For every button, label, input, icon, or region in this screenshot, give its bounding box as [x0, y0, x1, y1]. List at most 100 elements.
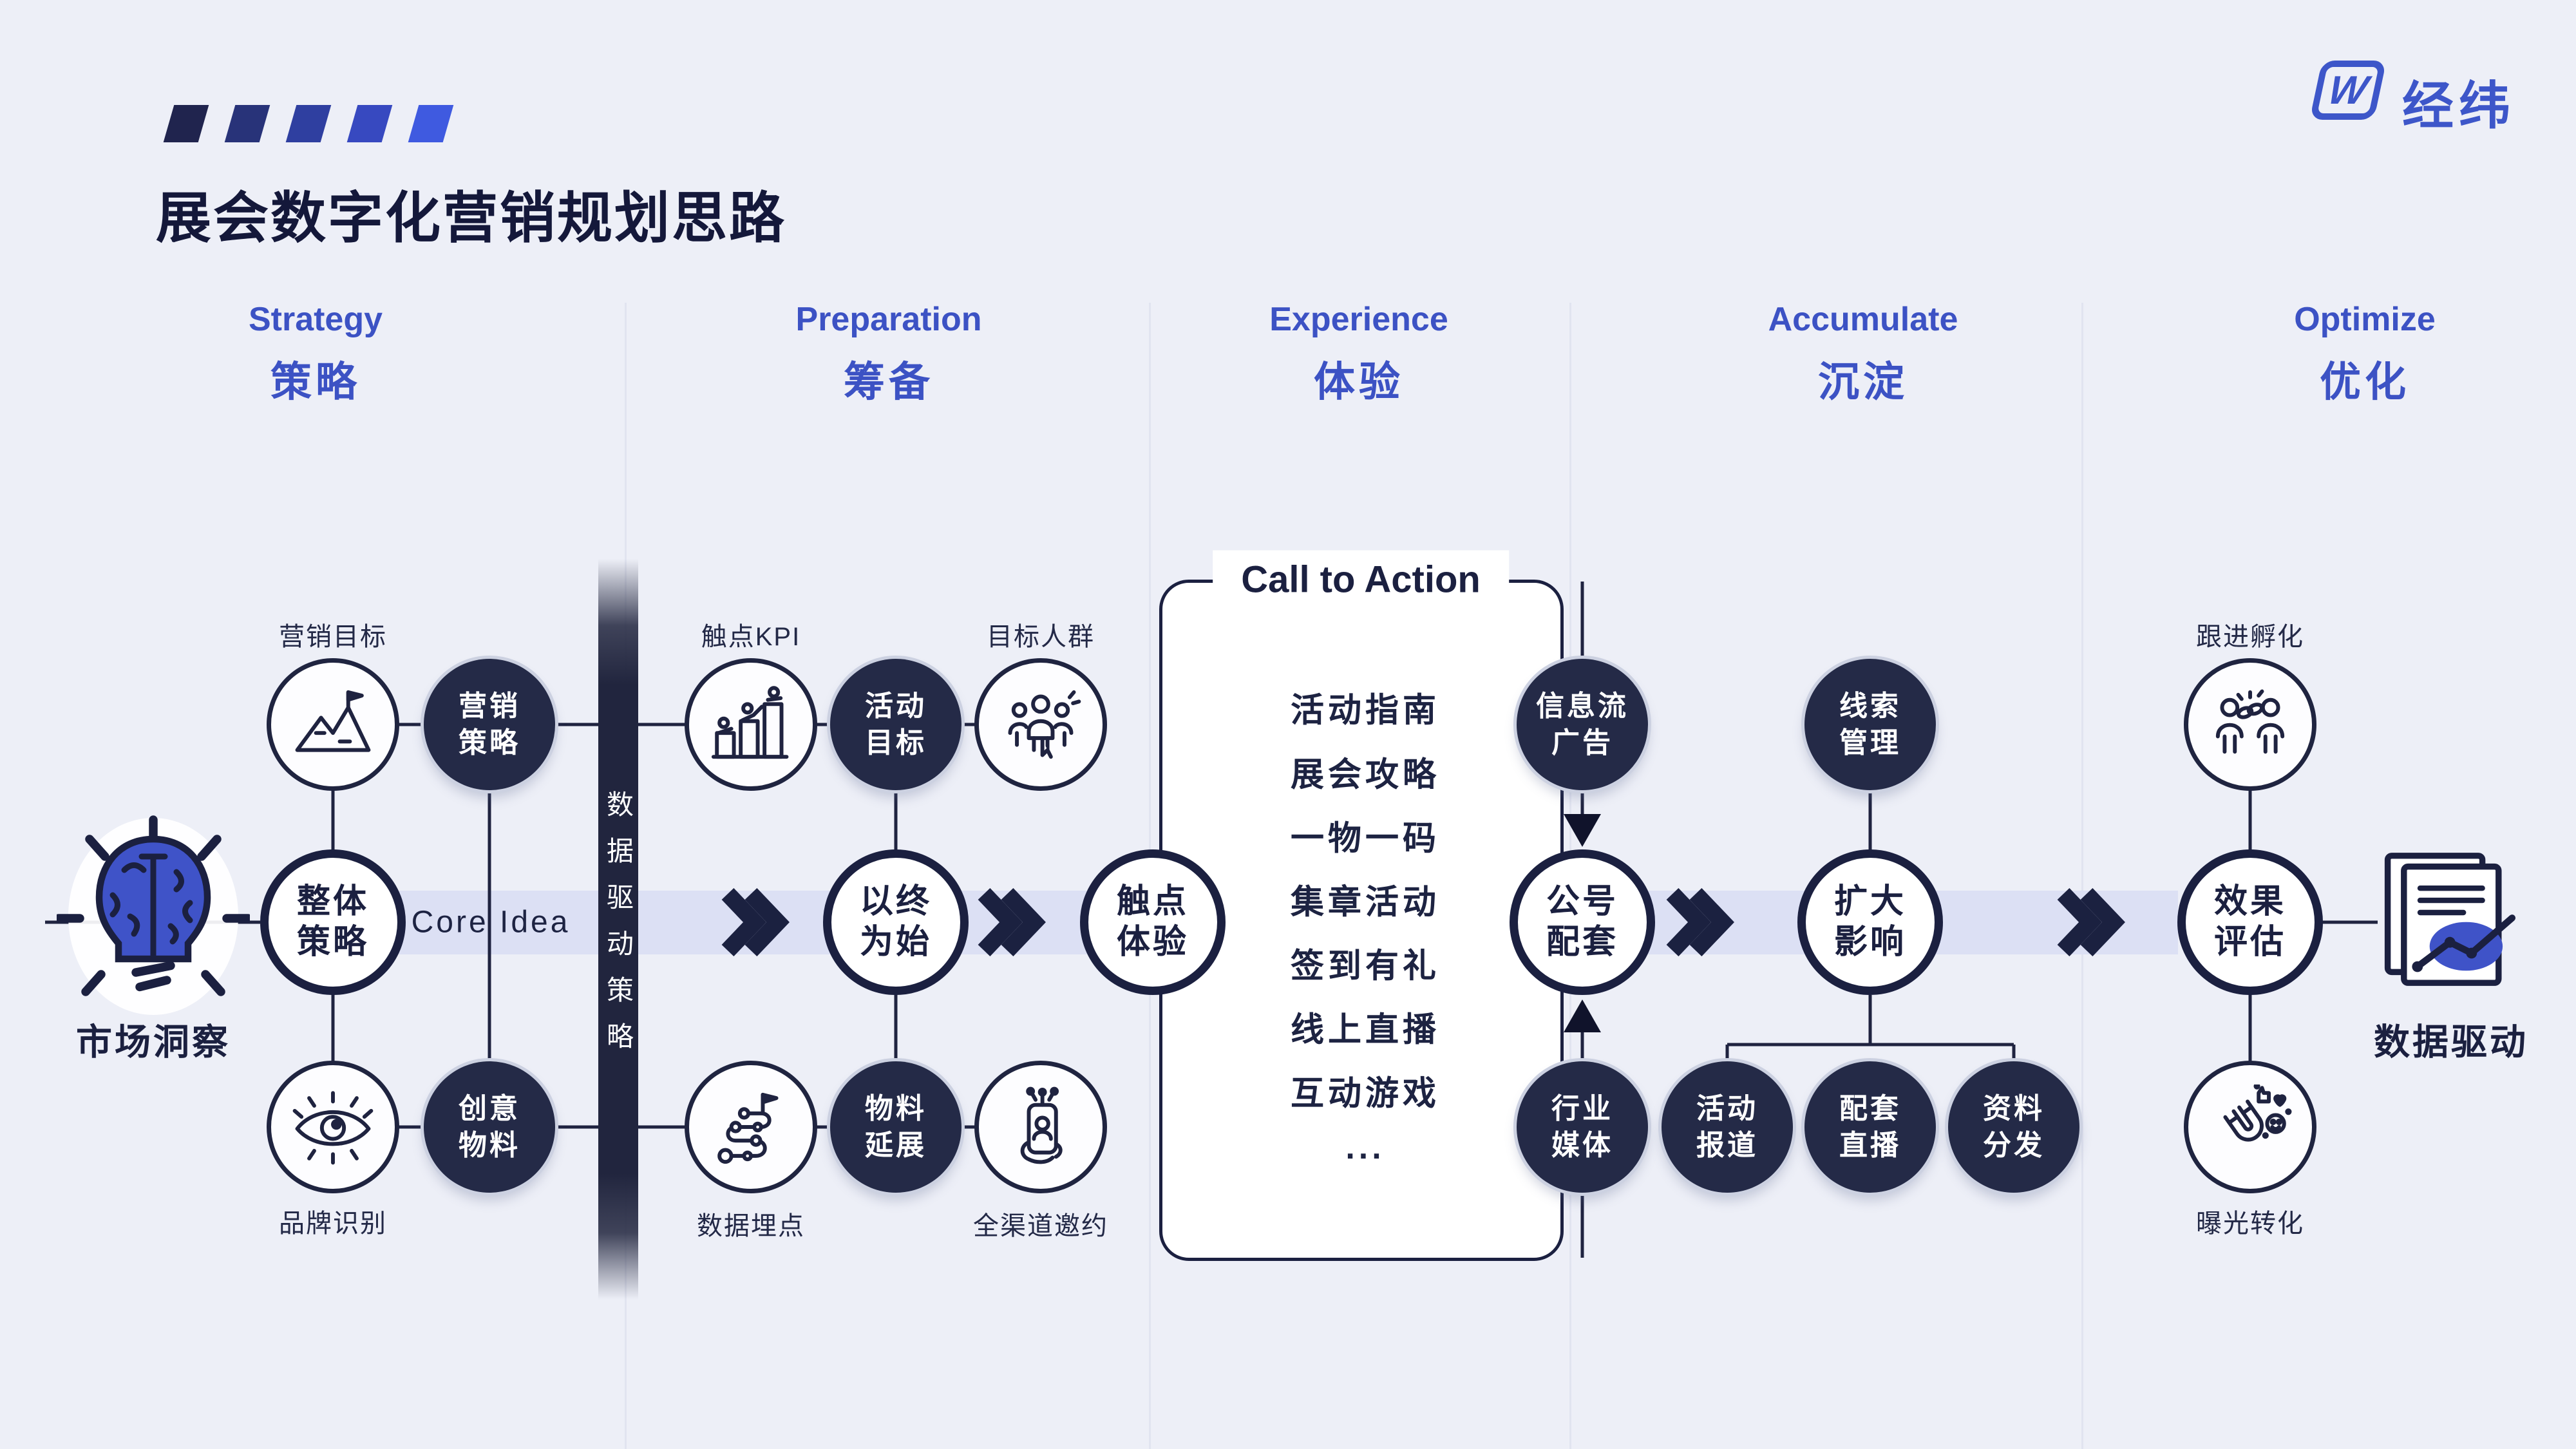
column-header-en: Preparation: [795, 301, 982, 338]
node-begin-with-end: 以终 为始: [823, 849, 969, 995]
data-report-icon: [2366, 845, 2528, 997]
node-target-audience: [974, 658, 1107, 791]
node-text: 触点: [1116, 882, 1189, 920]
node-text: 直播: [1839, 1130, 1901, 1161]
node-text: 创意: [459, 1092, 520, 1124]
node-text: 线索: [1839, 690, 1901, 722]
node-text: 公号: [1546, 882, 1618, 920]
node-omnichannel-invite: [974, 1061, 1107, 1193]
label-brand-identity: 品牌识别: [279, 1209, 387, 1238]
eye-icon: [292, 1091, 374, 1165]
cta-item: 互动游戏: [1290, 1075, 1441, 1113]
node-data-tracking: [685, 1061, 817, 1193]
magnet-icon: [2223, 1084, 2292, 1142]
node-text: 行业: [1551, 1092, 1613, 1124]
arrow-up-icon: [1564, 999, 1601, 1032]
cta-item: 一物一码: [1290, 820, 1441, 858]
phone-invite-icon: [1020, 1086, 1063, 1164]
label-marketing-goal: 营销目标: [279, 623, 387, 651]
node-text: 配套: [1839, 1092, 1901, 1124]
node-text: 信息流: [1536, 690, 1629, 722]
node-text: 以终: [859, 882, 932, 920]
node-feed-ads: 信息流 广告: [1517, 659, 1648, 790]
node-industry-media: 行业 媒体: [1517, 1061, 1648, 1193]
kpi-bars-icon: [711, 686, 789, 759]
arrow-down-icon: [1564, 814, 1601, 847]
node-text: 评估: [2213, 923, 2286, 961]
node-live-stream: 配套 直播: [1804, 1061, 1936, 1193]
people-group-icon: [1008, 690, 1081, 759]
node-amplify-impact: 扩大 影响: [1797, 849, 1943, 995]
data-bar-label: 数据驱动策略: [603, 790, 634, 1068]
journey-path-icon: [717, 1092, 779, 1164]
column-header-accumulate: Accumulate 沉淀: [1768, 300, 1958, 408]
column-header-en: Experience: [1269, 301, 1448, 338]
chevron-right-icon: [978, 888, 1046, 956]
node-text: 媒体: [1551, 1130, 1613, 1161]
node-text: 物料: [459, 1130, 520, 1161]
column-header-en: Accumulate: [1768, 301, 1958, 338]
node-event-report: 活动 报道: [1662, 1061, 1793, 1193]
node-creative-material: 创意 物料: [424, 1061, 555, 1193]
node-text: 目标: [865, 727, 927, 759]
column-header-en: Strategy: [248, 301, 383, 338]
column-header-preparation: Preparation 筹备: [796, 300, 982, 408]
node-text: 为始: [859, 923, 932, 961]
column-header-zh: 体验: [1314, 359, 1404, 405]
node-effect-evaluation: 效果 评估: [2177, 849, 2323, 995]
label-nurture: 跟进孵化: [2196, 623, 2304, 651]
column-header-strategy: Strategy 策略: [249, 300, 383, 408]
data-driven-strategy-bar: 数据驱动策略: [598, 559, 638, 1300]
label-data-tracking: 数据埋点: [697, 1212, 805, 1240]
cta-item: 活动指南: [1290, 692, 1441, 730]
node-text: 策略: [459, 727, 520, 759]
label-target-audience: 目标人群: [987, 623, 1095, 651]
node-marketing-strategy: 营销 策略: [424, 659, 555, 790]
label-omnichannel-invite: 全渠道邀约: [973, 1212, 1108, 1240]
node-text: 活动: [865, 690, 927, 722]
node-marketing-goal: [267, 658, 399, 791]
node-text: 广告: [1551, 727, 1613, 759]
column-header-experience: Experience 体验: [1269, 300, 1448, 408]
cta-item: 展会攻略: [1290, 756, 1441, 794]
link-people-icon: [2215, 689, 2285, 754]
column-header-zh: 沉淀: [1817, 359, 1908, 405]
node-material-distribution: 资料 分发: [1948, 1061, 2079, 1193]
node-text: 延展: [865, 1130, 927, 1161]
node-text: 物料: [865, 1092, 927, 1124]
label-touchpoint-kpi: 触点KPI: [701, 623, 801, 651]
label-data-driven: 数据驱动: [2374, 1021, 2528, 1063]
node-text: 资料: [1983, 1092, 2045, 1124]
node-text: 营销: [459, 690, 520, 722]
label-exposure-conversion: 曝光转化: [2196, 1209, 2304, 1238]
node-exposure-conversion: [2184, 1061, 2316, 1193]
node-text: 配套: [1546, 923, 1618, 961]
call-to-action-title: Call to Action: [1213, 550, 1509, 609]
column-divider: [2081, 303, 2083, 1449]
node-leads-management: 线索 管理: [1804, 659, 1936, 790]
node-text: 分发: [1983, 1130, 2045, 1161]
node-touchpoint-kpi: [685, 658, 817, 791]
brand-logo-text: 经纬: [2402, 77, 2515, 135]
node-text: 整体: [296, 882, 369, 920]
node-text: 扩大: [1833, 882, 1906, 920]
node-text: 效果: [2213, 882, 2286, 920]
node-text: 报道: [1696, 1130, 1758, 1161]
node-overall-strategy: 整体 策略: [260, 849, 406, 995]
core-idea-label: Core Idea: [411, 905, 571, 940]
node-material-extend: 物料 延展: [830, 1061, 961, 1193]
cta-item: ...: [1345, 1129, 1385, 1166]
brain-bulb-icon: [54, 812, 252, 1037]
node-official-account: 公号 配套: [1510, 849, 1655, 995]
node-text: 管理: [1839, 727, 1901, 759]
node-brand-identity: [267, 1061, 399, 1193]
node-text: 影响: [1833, 923, 1906, 961]
column-header-en: Optimize: [2294, 301, 2436, 338]
node-touchpoint-experience: 触点 体验: [1080, 849, 1226, 995]
node-nurture: [2184, 658, 2316, 791]
node-text: 策略: [296, 923, 369, 961]
cta-item: 签到有礼: [1290, 947, 1441, 985]
chevron-right-icon: [1666, 888, 1734, 956]
column-header-zh: 优化: [2319, 359, 2410, 405]
